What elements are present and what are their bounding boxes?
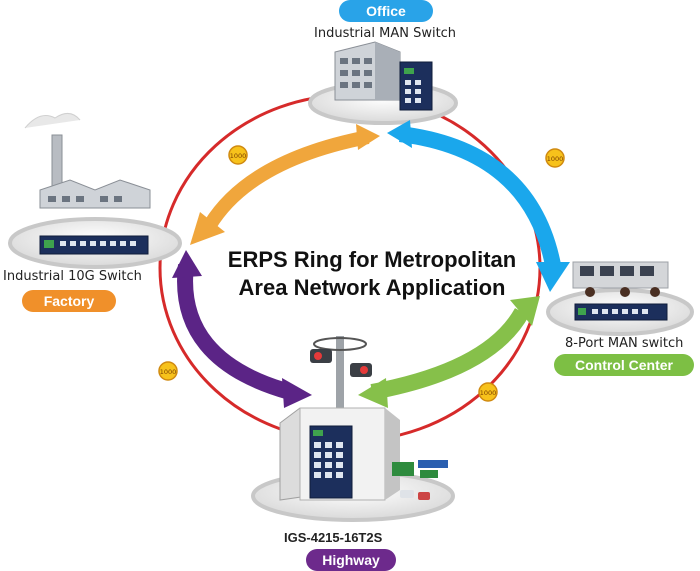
link-badge-sw: 1000 — [158, 361, 178, 381]
factory-building-icon — [24, 113, 151, 209]
office-device-label: Industrial MAN Switch — [314, 26, 457, 41]
control-center-tag: Control Center — [554, 354, 694, 376]
blue-arrow — [387, 120, 570, 292]
svg-text:1000: 1000 — [480, 389, 497, 397]
purple-arrow — [172, 250, 312, 408]
link-badge-ne: 1000 — [545, 148, 565, 168]
control-switch-icon — [574, 303, 668, 321]
control-center-desks-icon — [572, 261, 669, 297]
svg-text:1000: 1000 — [160, 368, 177, 376]
diagram-title-line2: Area Network Application — [238, 275, 506, 300]
svg-text:1000: 1000 — [230, 152, 247, 160]
camera-pole-icon — [310, 336, 372, 436]
office-building-icon — [334, 41, 401, 101]
highway-device-label: IGS-4215-16T2S — [284, 530, 383, 545]
link-badge-nw: 1000 — [228, 145, 248, 165]
highway-switch-icon — [309, 425, 353, 499]
link-badge-se: 1000 — [478, 382, 498, 402]
office-switch-icon — [399, 61, 433, 111]
orange-arrow — [190, 124, 380, 245]
diagram-title: ERPS Ring for Metropolitan Area Network … — [222, 246, 522, 302]
highway-tag: Highway — [306, 549, 396, 571]
green-arrow — [358, 296, 540, 408]
factory-tag: Factory — [22, 290, 116, 312]
office-tag: Office — [339, 0, 433, 22]
control-device-label: 8-Port MAN switch — [565, 336, 684, 351]
factory-device-label: Industrial 10G Switch — [3, 269, 142, 284]
highway-sign-icon — [392, 460, 448, 500]
factory-switch-icon — [39, 235, 149, 255]
svg-text:1000: 1000 — [547, 155, 564, 163]
diagram-title-line1: ERPS Ring for Metropolitan — [227, 247, 517, 272]
